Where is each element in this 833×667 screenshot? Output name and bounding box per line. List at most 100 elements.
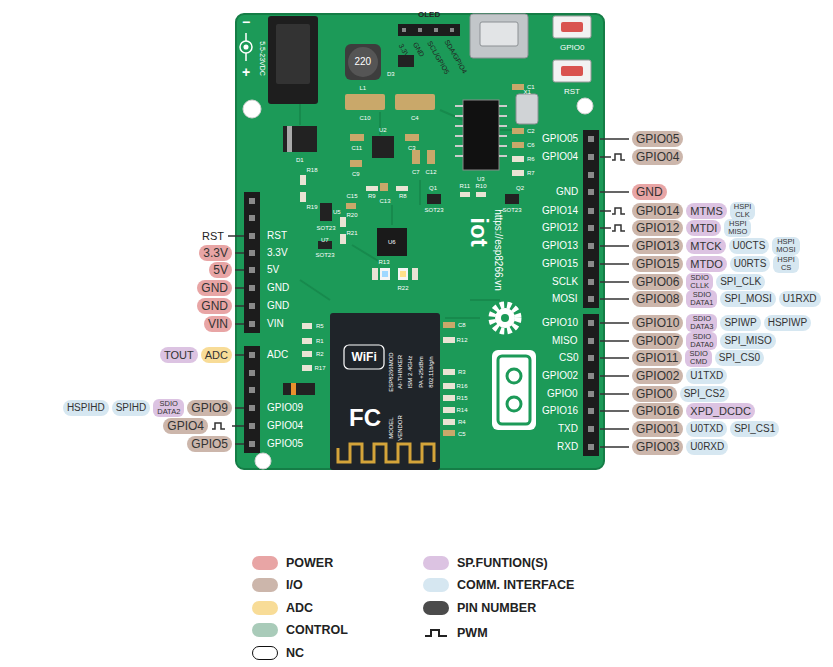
header-pin — [588, 136, 594, 142]
header-pin — [249, 423, 255, 429]
oled-header — [398, 24, 460, 36]
legend-text: I/O — [286, 578, 303, 592]
io-pin-label: GPIO01 — [632, 421, 683, 437]
board-part — [340, 234, 346, 244]
pin-label-text: MTDO — [690, 258, 722, 270]
header-pin — [249, 387, 255, 393]
pin-label-text: GPIO13 — [636, 239, 679, 253]
dc-jack-inner — [276, 24, 310, 84]
board-part — [460, 192, 470, 197]
silkscreen-text: 5.5-23VDC — [258, 41, 265, 76]
header-pin — [588, 261, 594, 267]
io-pin-label: GPIO04 — [632, 149, 683, 165]
comm-interface-label: U1TXD — [686, 368, 727, 384]
pin-label-text: GPIO12 — [636, 221, 679, 235]
special-function-label: SDIO DATA0 — [686, 332, 717, 350]
pin-label-text: U1RXD — [783, 293, 817, 304]
silkscreen-text: C8 — [458, 322, 466, 328]
pin-label-text: SDIO DATA0 — [690, 332, 713, 349]
silkscreen-text: Q2 — [516, 185, 524, 191]
pin-label-text: SPI_MOSI — [724, 293, 771, 304]
pin-label-text: MTMS — [690, 205, 722, 217]
pin-label-text: SDIO CLLK — [690, 273, 709, 290]
header-pin — [588, 320, 594, 326]
silkscreen-pin-label: GPIO15 — [542, 259, 578, 269]
board-part — [382, 271, 388, 277]
io-pin-label: GPIO15 — [632, 256, 683, 272]
pin-label-text: GPIO15 — [636, 257, 679, 271]
ic-u2 — [372, 136, 394, 158]
board-part — [255, 453, 271, 469]
header-pin — [588, 189, 594, 195]
board-part — [412, 268, 418, 280]
board-part — [380, 268, 390, 280]
header-pin — [588, 355, 594, 361]
legend-item: POWER — [252, 554, 333, 572]
header-pin — [588, 225, 594, 231]
pin-label-text: GPIO5 — [191, 437, 228, 451]
silkscreen-text: R16 — [457, 383, 468, 389]
special-function-label: SDIO DATA3 — [686, 314, 717, 332]
legend-item: I/O — [252, 576, 303, 594]
board-part — [512, 156, 524, 162]
legend-item: PIN NUMBER — [423, 599, 536, 617]
ic-u3 — [463, 100, 499, 170]
io-pin-label: GPIO5 — [187, 436, 232, 452]
legend-item: SP.FUNTION(S) — [423, 554, 548, 572]
comm-interface-label: HSPI MISO — [724, 219, 751, 237]
pin-label-text: 3.3V — [203, 246, 228, 260]
header-pin — [249, 321, 255, 327]
pin-label-text: SDIO CMD — [689, 349, 707, 366]
silkscreen-text: R1 — [316, 338, 324, 344]
silkscreen-text: C2 — [527, 128, 535, 134]
silkscreen-pin-label: GND — [556, 187, 578, 197]
silkscreen-text: C7 — [412, 169, 420, 175]
special-function-label: MTMS — [686, 203, 726, 219]
silkscreen-pin-label: GPIO05 — [267, 439, 303, 449]
pin-label-text: GPIO06 — [636, 275, 679, 289]
silkscreen-text: R19 — [307, 204, 318, 210]
header-pin — [588, 373, 594, 379]
board-part — [402, 28, 406, 32]
silkscreen-text: C1 — [527, 84, 535, 90]
silkscreen-text: Q1 — [429, 185, 437, 191]
board-part — [450, 28, 454, 32]
pcb-board — [236, 14, 604, 469]
pin-label-text: GPIO9 — [191, 401, 228, 415]
legend-item: CONTROL — [252, 621, 348, 639]
comm-interface-label: U0TXD — [686, 421, 727, 437]
special-function-label: TOUT — [160, 347, 198, 363]
silkscreen-pin-label: GPIO02 — [542, 371, 578, 381]
inductor-l1 — [345, 44, 381, 80]
legend-swatch — [423, 556, 449, 570]
pin-label-text: GND — [201, 299, 228, 313]
board-part — [583, 314, 599, 456]
legend-swatch — [252, 578, 278, 592]
legend-item: PWM — [423, 624, 488, 642]
legend-swatch — [423, 578, 449, 592]
legend-outline-swatch — [252, 646, 278, 660]
pwm-symbol — [212, 154, 625, 429]
board-part — [434, 28, 438, 32]
silkscreen-pin-label: 5V — [267, 265, 279, 275]
power-jack-symbol — [240, 33, 252, 61]
silkscreen-text: iot — [466, 217, 490, 246]
pin-label-text: GPIO03 — [636, 440, 679, 454]
board-part — [330, 313, 440, 470]
header-pin — [588, 208, 594, 214]
board-part — [443, 383, 455, 389]
header-pin — [588, 296, 594, 302]
special-function-label: SDIO CLLK — [686, 273, 713, 291]
special-function-label: MTCK — [686, 238, 725, 254]
board-part — [300, 175, 306, 185]
board-part — [302, 323, 312, 329]
io-pin-label: GPIO03 — [632, 439, 683, 455]
silkscreen-pin-label: GPIO14 — [542, 206, 578, 216]
legend-text: PWM — [457, 626, 488, 640]
comm-interface-label: SPIHD — [112, 400, 151, 416]
pin-label-text: U0CTS — [733, 240, 766, 251]
silkscreen-text: R13 — [379, 259, 390, 265]
pin-label-text: GPIO05 — [636, 132, 679, 146]
header-pin — [249, 285, 255, 291]
silkscreen-text: WiFi — [352, 351, 377, 363]
